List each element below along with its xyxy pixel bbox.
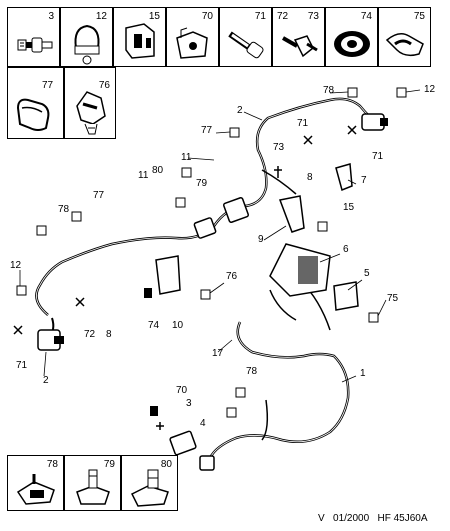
push-clip-icon bbox=[76, 91, 106, 135]
connector-4 bbox=[150, 406, 215, 471]
callout-label: 79 bbox=[196, 178, 208, 189]
callout-label: 11 bbox=[181, 152, 192, 163]
abs-sensor-front-right bbox=[361, 113, 388, 131]
part-cell-79: 79 bbox=[64, 455, 121, 511]
callout-label: 4 bbox=[200, 418, 206, 429]
part-cell-3: 3 bbox=[7, 7, 60, 67]
part-number: 76 bbox=[98, 80, 110, 91]
bracket-5 bbox=[333, 281, 359, 311]
part-number: 72 bbox=[277, 11, 289, 22]
part-number: 77 bbox=[42, 80, 54, 91]
part-number: 15 bbox=[148, 11, 160, 22]
callout-label: 74 bbox=[148, 320, 160, 331]
part-cell-77: 77 bbox=[7, 67, 64, 139]
callout-label: 75 bbox=[387, 293, 399, 304]
double-clamp-icon bbox=[16, 98, 50, 131]
callout-label: 73 bbox=[273, 142, 285, 153]
callout-label: 8 bbox=[307, 172, 313, 183]
part-cell-80: 80 bbox=[121, 455, 178, 511]
callout-label: 5 bbox=[364, 268, 370, 279]
callout-label: 71 bbox=[16, 360, 28, 371]
callout-label: 15 bbox=[343, 202, 355, 213]
callout-label: 78 bbox=[58, 204, 70, 215]
parts-row-top: 3 12 15 70 71 bbox=[7, 7, 431, 67]
part-number: 3 bbox=[48, 11, 54, 22]
abs-sensor-front-left bbox=[37, 329, 64, 351]
callout-label: 77 bbox=[201, 125, 213, 136]
parts-row-bottom: 78 79 80 bbox=[7, 455, 178, 511]
part-cell-71: 71 bbox=[219, 7, 272, 67]
callout-label: 1 bbox=[360, 368, 366, 379]
bracket-7 bbox=[335, 163, 353, 192]
part-cell-70: 70 bbox=[166, 7, 219, 67]
part-cell-76: 76 bbox=[64, 67, 116, 139]
callout-label: 71 bbox=[297, 118, 309, 129]
clip-icon bbox=[385, 33, 424, 57]
callout-label: 78 bbox=[323, 85, 335, 96]
callout-label: 10 bbox=[172, 320, 184, 331]
callout-label: 11 bbox=[138, 170, 149, 181]
part-number: 74 bbox=[360, 11, 372, 22]
callout-label: 78 bbox=[246, 366, 258, 377]
connector-clip-icon bbox=[76, 469, 110, 505]
document-reference: V 01/2000 HF 45J60A bbox=[318, 513, 428, 524]
callout-label: 12 bbox=[424, 84, 436, 95]
grommet-icon bbox=[334, 31, 370, 57]
part-cell-72-73: 72 73 bbox=[272, 7, 325, 67]
callout-label: 80 bbox=[152, 165, 164, 176]
callout-label: 72 bbox=[84, 329, 96, 340]
parts-row-second: 77 76 bbox=[7, 67, 116, 139]
connector-assembly bbox=[193, 196, 250, 239]
callout-label: 9 bbox=[258, 234, 264, 245]
callout-label: 6 bbox=[343, 244, 349, 255]
bolt-icon bbox=[228, 31, 264, 59]
connector-clip-icon bbox=[130, 469, 169, 507]
part-cell-74: 74 bbox=[325, 7, 378, 67]
callout-label: 76 bbox=[226, 271, 238, 282]
part-number: 71 bbox=[254, 11, 266, 22]
screw-markers bbox=[13, 125, 357, 430]
hose-clamp-icon bbox=[74, 24, 100, 65]
callout-label: 71 bbox=[372, 151, 384, 162]
callout-label: 3 bbox=[186, 398, 192, 409]
cable-clip-icon bbox=[176, 27, 208, 59]
screw-clip-icon bbox=[17, 37, 53, 53]
part-number: 78 bbox=[46, 459, 58, 470]
bracket-9 bbox=[278, 195, 305, 233]
part-cell-75: 75 bbox=[378, 7, 431, 67]
leader-lines bbox=[19, 89, 421, 383]
callout-label: 8 bbox=[106, 329, 112, 340]
part-cell-15: 15 bbox=[113, 7, 166, 67]
callout-label: 7 bbox=[361, 175, 367, 186]
connector-clip-icon bbox=[16, 474, 55, 505]
part-number: 79 bbox=[103, 459, 115, 470]
part-number: 12 bbox=[95, 11, 107, 22]
callout-label: 70 bbox=[176, 385, 188, 396]
part-number: 80 bbox=[160, 459, 172, 470]
module-6 bbox=[269, 243, 331, 297]
callout-label: 77 bbox=[93, 190, 105, 201]
callout-label: 2 bbox=[43, 375, 49, 386]
screw-rivet-icon bbox=[282, 35, 318, 58]
part-number: 70 bbox=[201, 11, 213, 22]
callout-boxes bbox=[16, 87, 407, 418]
part-number-2: 73 bbox=[307, 11, 319, 22]
callout-label: 17 bbox=[212, 348, 224, 359]
bracket-10 bbox=[144, 255, 181, 298]
part-cell-12: 12 bbox=[60, 7, 113, 67]
bracket-clip-icon bbox=[125, 23, 155, 59]
part-cell-78: 78 bbox=[7, 455, 64, 511]
part-number: 75 bbox=[413, 11, 425, 22]
callout-label: 2 bbox=[237, 105, 243, 116]
callout-label: 12 bbox=[10, 260, 22, 271]
